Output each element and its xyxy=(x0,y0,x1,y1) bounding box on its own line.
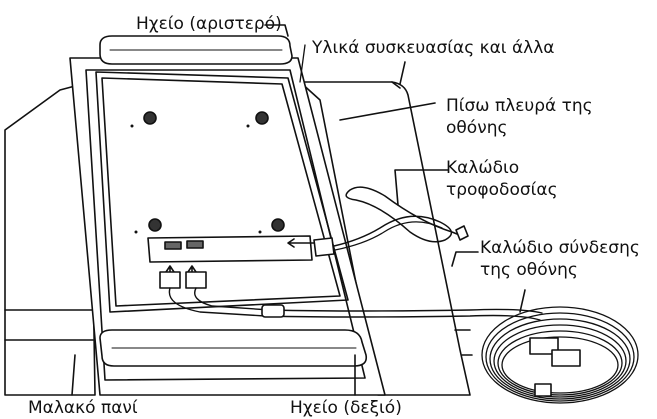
power-cable xyxy=(333,186,463,247)
label-display-back-2: οθόνης xyxy=(446,118,508,138)
label-speaker-right: Ηχείο (δεξιό) xyxy=(290,398,402,418)
label-power-cable-2: τροφοδοσίας xyxy=(446,180,558,200)
label-power-cable-1: Καλώδιο xyxy=(446,158,520,178)
label-display-cable-1: Καλώδιο σύνδεσης xyxy=(480,238,640,258)
label-display-back-1: Πίσω πλευρά της xyxy=(446,96,593,116)
display-back-panel xyxy=(95,71,349,313)
label-packing-materials: Υλικά συσκευασίας και άλλα xyxy=(312,38,555,58)
power-cable-plug xyxy=(313,237,335,257)
label-soft-cloth: Μαλακό πανί xyxy=(28,398,138,418)
display-cable-coil xyxy=(481,306,639,404)
display-cable xyxy=(168,287,541,321)
label-display-cable-2: της οθόνης xyxy=(480,260,578,280)
label-speaker-left: Ηχείο (αριστερό) xyxy=(136,14,282,34)
